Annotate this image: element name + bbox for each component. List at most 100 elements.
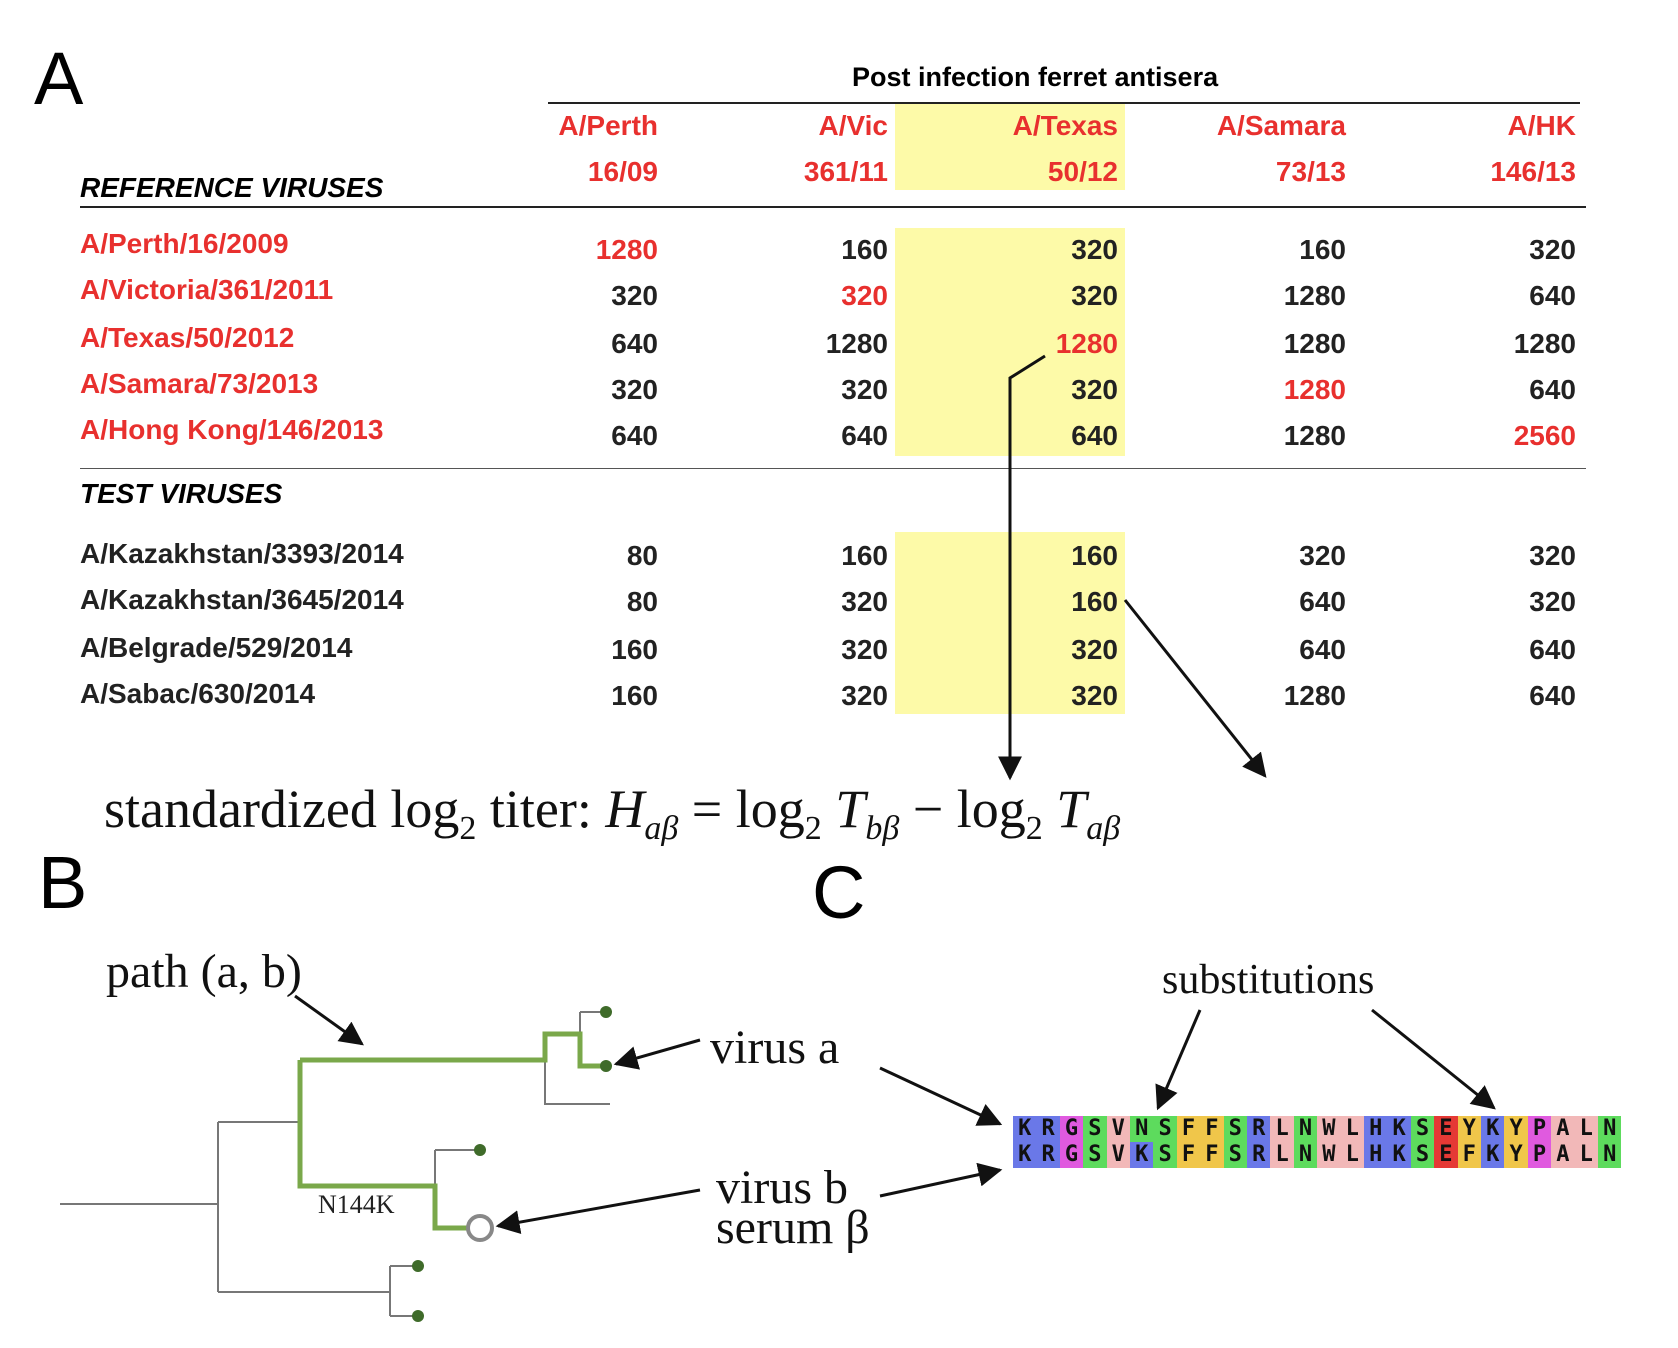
residue-virus-b: K: [1481, 1142, 1505, 1168]
residue-virus-a: L: [1270, 1116, 1294, 1142]
titer-cell: 1280: [1283, 374, 1346, 405]
residue-virus-b: G: [1059, 1142, 1084, 1168]
panel-letter-c: C: [812, 851, 866, 934]
column-header-name: A/Samara: [1216, 110, 1346, 141]
residue-virus-b: H: [1364, 1142, 1388, 1168]
reference-virus-name: A/Samara/73/2013: [80, 368, 319, 399]
formula-equals: = log: [678, 779, 805, 839]
tree-tip-node: [474, 1144, 486, 1156]
titer-cell: 1280: [825, 328, 888, 359]
titer-cell: 320: [1071, 234, 1118, 265]
residue-virus-b: N: [1293, 1142, 1318, 1168]
residue-virus-b: L: [1270, 1142, 1294, 1168]
titer-cell: 160: [611, 634, 658, 665]
titer-cell: 640: [1529, 280, 1576, 311]
titer-cell: 320: [841, 586, 888, 617]
tree-tip-node: [412, 1310, 424, 1322]
reference-virus-name: A/Victoria/361/2011: [80, 274, 334, 305]
reference-viruses-heading: REFERENCE VIRUSES: [80, 172, 384, 203]
residue-virus-a: V: [1106, 1116, 1130, 1142]
residue-virus-a: N: [1293, 1116, 1318, 1142]
residue-virus-b: P: [1527, 1142, 1552, 1168]
titer-cell: 320: [1071, 374, 1118, 405]
residue-virus-b: V: [1106, 1142, 1130, 1168]
arrow-virus-a-seq: [879, 1066, 1003, 1126]
residue-virus-b: S: [1153, 1142, 1177, 1168]
residue-virus-a: W: [1317, 1116, 1341, 1142]
column-header-code: 50/12: [1047, 156, 1118, 187]
tree-upper-clade-extra: [544, 1062, 610, 1105]
titer-cell: 320: [1071, 280, 1118, 311]
titer-cell: 160: [1299, 234, 1346, 265]
arrow-substitution-1: [1155, 1009, 1202, 1111]
titer-cell: 640: [611, 420, 658, 451]
titer-cell: 80: [626, 540, 658, 571]
residue-virus-a: F: [1176, 1116, 1201, 1142]
residue-virus-b: W: [1317, 1142, 1341, 1168]
residue-virus-a: P: [1527, 1116, 1552, 1142]
substitutions-label: substitutions: [1162, 957, 1375, 1003]
virus-b-label: virus b: [716, 1161, 848, 1214]
titer-cell: 320: [1071, 634, 1118, 665]
residue-virus-a: L: [1574, 1116, 1598, 1142]
standardized-titer-formula: standardized log2 titer: Haβ = log2 Tbβ …: [104, 778, 1120, 848]
formula-sub-ab: aβ: [644, 809, 679, 847]
titer-cell: 160: [841, 234, 888, 265]
titer-cell: 320: [841, 280, 888, 311]
residue-virus-b: N: [1598, 1142, 1622, 1168]
virus-a-label: virus a: [710, 1021, 840, 1074]
titer-cell: 320: [1299, 540, 1346, 571]
residue-virus-b: L: [1574, 1142, 1598, 1168]
residue-virus-b: L: [1340, 1142, 1364, 1168]
residue-virus-a: S: [1410, 1116, 1435, 1142]
highlight-header: [895, 104, 1125, 190]
tree-lower-clade: [389, 1265, 418, 1317]
residue-virus-b: S: [1223, 1142, 1247, 1168]
titer-cell: 320: [611, 374, 658, 405]
titer-cell: 1280: [1283, 420, 1346, 451]
residue-virus-a: S: [1223, 1116, 1247, 1142]
titer-cell: 640: [841, 420, 888, 451]
titer-cell: 1280: [1513, 328, 1576, 359]
formula-titer-label: titer:: [476, 779, 606, 839]
formula-sub-1: 2: [459, 809, 477, 847]
titer-cell: 640: [1071, 420, 1118, 451]
tree-tip-node: [412, 1260, 424, 1272]
arrow-virus-b-seq: [879, 1162, 1003, 1198]
titer-cell: 320: [1071, 680, 1118, 711]
residue-virus-a: E: [1434, 1116, 1458, 1142]
test-virus-name: A/Sabac/630/2014: [80, 678, 316, 709]
residue-virus-a: K: [1013, 1116, 1037, 1142]
residue-virus-b: K: [1387, 1142, 1411, 1168]
titer-cell: 640: [1299, 586, 1346, 617]
residue-virus-a: S: [1083, 1116, 1107, 1142]
header-rule: [548, 102, 1580, 104]
virus-b-node: [466, 1214, 494, 1242]
residue-virus-b: R: [1036, 1142, 1060, 1168]
residue-virus-b: S: [1083, 1142, 1107, 1168]
residue-virus-a: S: [1153, 1116, 1177, 1142]
column-header-name: A/Texas: [1012, 110, 1118, 141]
path-label: path (a, b): [106, 945, 302, 998]
virus-a-node: [600, 1060, 612, 1072]
residue-virus-a: N: [1598, 1116, 1622, 1142]
residue-virus-b: F: [1176, 1142, 1201, 1168]
titer-cell: 640: [1299, 634, 1346, 665]
residue-virus-a: A: [1551, 1116, 1575, 1142]
residue-virus-a: G: [1059, 1116, 1084, 1142]
column-header-code: 146/13: [1490, 156, 1576, 187]
titer-cell: 320: [1529, 586, 1576, 617]
residue-virus-a: R: [1036, 1116, 1060, 1142]
antisera-header-title: Post infection ferret antisera: [852, 62, 1219, 92]
column-header-code: 16/09: [587, 156, 658, 187]
arrow-path: [294, 994, 364, 1046]
formula-sub-ab-2: aβ: [1086, 809, 1121, 847]
residue-virus-b: K: [1130, 1142, 1154, 1168]
column-header-name: A/Vic: [818, 110, 888, 141]
highlighted-path: [297, 1031, 606, 1231]
residue-virus-b: F: [1457, 1142, 1481, 1168]
formula-t-2: T: [1056, 779, 1087, 839]
titer-cell: 320: [841, 634, 888, 665]
residue-virus-b: Y: [1504, 1142, 1528, 1168]
